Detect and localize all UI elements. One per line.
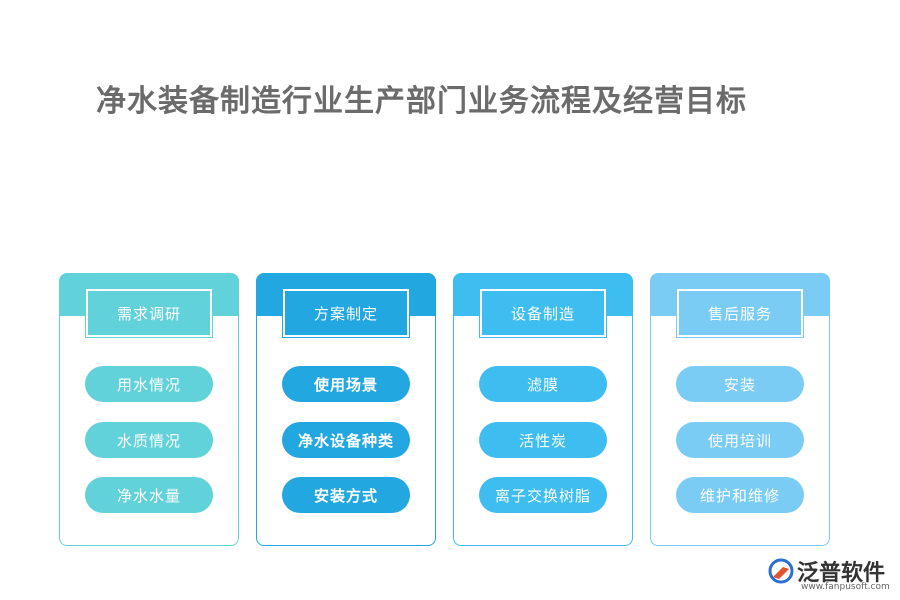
list-item: 活性炭 bbox=[479, 422, 607, 458]
logo-name: 泛普软件 bbox=[797, 561, 886, 586]
column-card-manufacturing: 设备制造 滤膜 活性炭 离子交换树脂 bbox=[453, 273, 633, 546]
list-item: 净水设备种类 bbox=[282, 422, 410, 458]
list-item: 使用培训 bbox=[676, 422, 804, 458]
column-header: 设备制造 bbox=[480, 289, 606, 337]
column-header: 售后服务 bbox=[677, 289, 803, 337]
logo-mark-icon bbox=[768, 558, 794, 584]
list-item: 滤膜 bbox=[479, 366, 607, 402]
list-item: 用水情况 bbox=[85, 366, 213, 402]
list-item: 净水水量 bbox=[85, 477, 213, 513]
column-card-planning: 方案制定 使用场景 净水设备种类 安装方式 bbox=[256, 273, 436, 546]
list-item: 维护和维修 bbox=[676, 477, 804, 513]
list-item: 水质情况 bbox=[85, 422, 213, 458]
logo-url: www.fanpusoft.com bbox=[801, 582, 890, 592]
diagram-title: 净水装备制造行业生产部门业务流程及经营目标 bbox=[96, 84, 747, 119]
list-item: 安装 bbox=[676, 366, 804, 402]
column-header: 方案制定 bbox=[283, 289, 409, 337]
column-header: 需求调研 bbox=[86, 289, 212, 337]
list-item: 使用场景 bbox=[282, 366, 410, 402]
column-card-after-sales: 售后服务 安装 使用培训 维护和维修 bbox=[650, 273, 830, 546]
list-item: 离子交换树脂 bbox=[479, 477, 607, 513]
brand-logo: 泛普软件 www.fanpusoft.com bbox=[767, 553, 892, 598]
column-card-research: 需求调研 用水情况 水质情况 净水水量 bbox=[59, 273, 239, 546]
list-item: 安装方式 bbox=[282, 477, 410, 513]
